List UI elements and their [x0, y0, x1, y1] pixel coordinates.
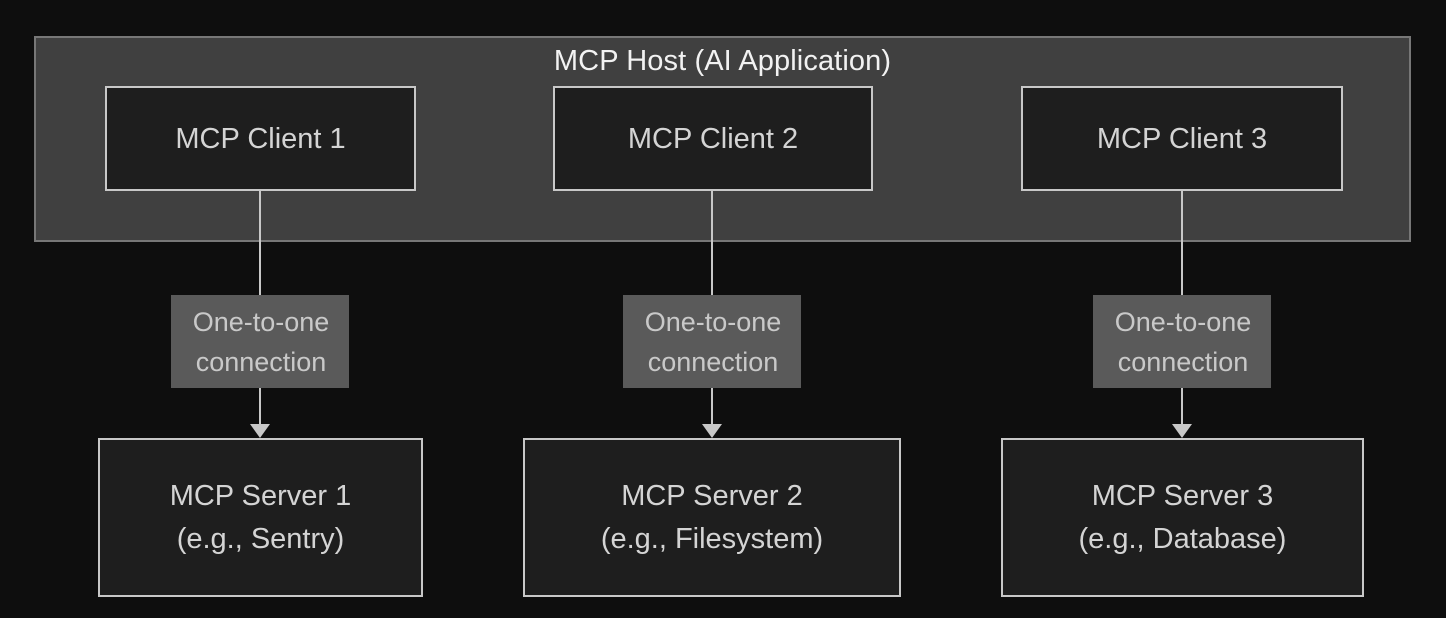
- mcp-server-3-box[interactable]: MCP Server 3 (e.g., Database): [1001, 438, 1364, 597]
- one-to-one-connection-label-3-line1: One-to-one: [1114, 306, 1252, 337]
- arrow-head-icon-2: [702, 424, 722, 438]
- mcp-client-1-label: MCP Client 1: [175, 122, 346, 155]
- mcp-server-3-example: (e.g., Database): [1078, 522, 1287, 555]
- mcp-client-2-box[interactable]: MCP Client 2: [553, 86, 873, 191]
- mcp-server-2-example: (e.g., Filesystem): [600, 522, 824, 555]
- mcp-server-1-box[interactable]: MCP Server 1 (e.g., Sentry): [98, 438, 423, 597]
- mcp-client-3-label: MCP Client 3: [1096, 122, 1268, 155]
- one-to-one-connection-label-3-line2: connection: [1117, 346, 1249, 377]
- one-to-one-connection-label-1-line1: One-to-one: [192, 306, 330, 337]
- mcp-client-2-label: MCP Client 2: [627, 122, 799, 155]
- one-to-one-connection-label-1: One-to-one connection: [171, 295, 349, 388]
- mcp-server-3-name: MCP Server 3: [1091, 479, 1274, 512]
- one-to-one-connection-label-3: One-to-one connection: [1093, 295, 1271, 388]
- mcp-server-1-example: (e.g., Sentry): [176, 522, 345, 555]
- mcp-client-3-box[interactable]: MCP Client 3: [1021, 86, 1343, 191]
- one-to-one-connection-label-1-line2: connection: [195, 346, 327, 377]
- one-to-one-connection-label-2-line1: One-to-one: [644, 306, 782, 337]
- one-to-one-connection-label-2-line2: connection: [647, 346, 779, 377]
- mcp-server-2-name: MCP Server 2: [621, 479, 803, 512]
- arrow-head-icon-1: [250, 424, 270, 438]
- mcp-client-1-box[interactable]: MCP Client 1: [105, 86, 416, 191]
- mcp-host-title: MCP Host (AI Application): [553, 45, 892, 77]
- one-to-one-connection-label-2: One-to-one connection: [623, 295, 801, 388]
- mcp-server-1-name: MCP Server 1: [169, 479, 352, 512]
- mcp-server-2-box[interactable]: MCP Server 2 (e.g., Filesystem): [523, 438, 901, 597]
- arrow-head-icon-3: [1172, 424, 1192, 438]
